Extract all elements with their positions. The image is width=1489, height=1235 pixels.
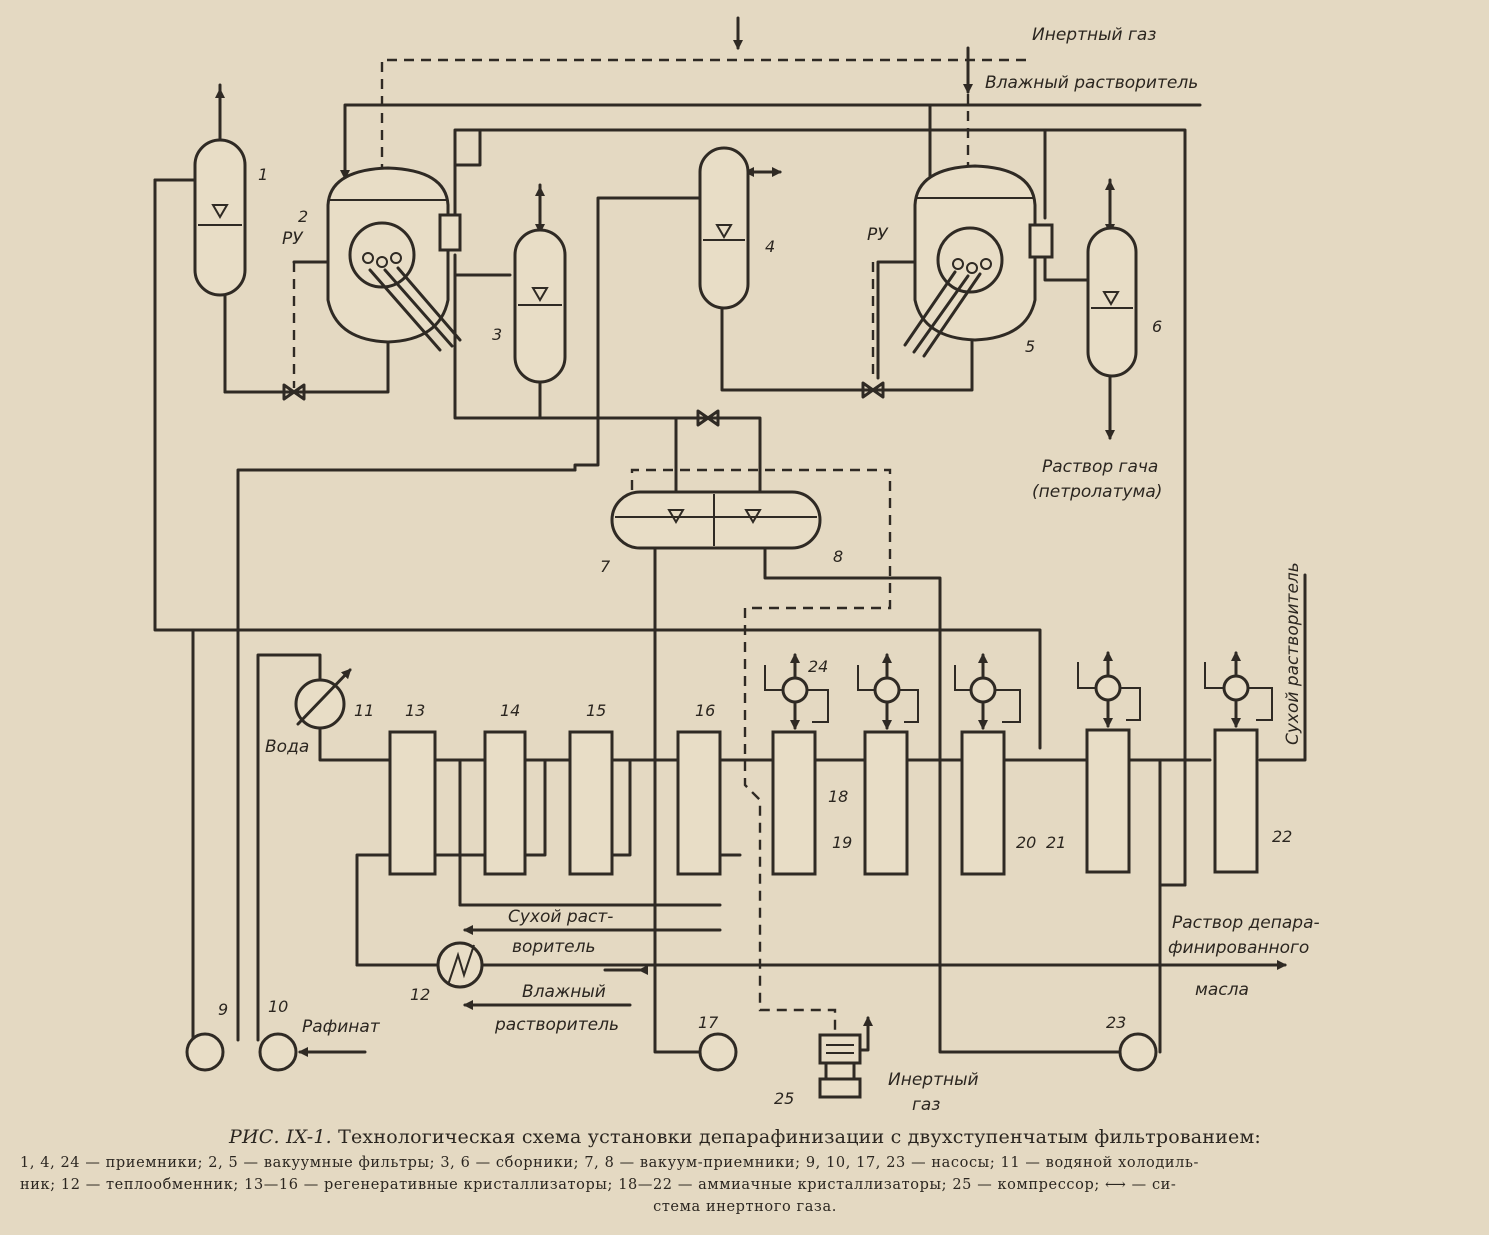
valve-right xyxy=(861,381,885,399)
label-raffinate: Рафинат xyxy=(302,1017,381,1037)
caption-title-line: РИС. IX-1. Технологическая схема установ… xyxy=(20,1126,1470,1148)
num-10: 10 xyxy=(268,997,288,1016)
num-1: 1 xyxy=(258,165,268,184)
label-oil-line1: Раствор депара- xyxy=(1172,913,1320,933)
valve-center xyxy=(696,409,720,427)
num-18: 18 xyxy=(828,787,848,806)
num-20: 20 xyxy=(1016,833,1036,852)
num-4: 4 xyxy=(765,237,775,256)
caption-title: Технологическая схема установки депарафи… xyxy=(338,1126,1262,1148)
num-11: 11 xyxy=(354,701,374,720)
pumps xyxy=(185,1032,1158,1072)
num-9: 9 xyxy=(218,1000,228,1019)
label-ru-right: РУ xyxy=(867,225,889,245)
num-6: 6 xyxy=(1152,317,1162,336)
num-13: 13 xyxy=(405,701,425,720)
caption-figure-number: РИС. IX-1. xyxy=(228,1126,332,1148)
water-cooler-11 xyxy=(294,668,352,730)
label-inert-gas-top: Инертный газ xyxy=(1032,25,1156,45)
receiver-1 xyxy=(193,83,247,297)
label-water: Вода xyxy=(265,737,309,757)
label-oil-line2: финированного xyxy=(1168,938,1309,958)
label-oil-line3: масла xyxy=(1195,980,1249,1000)
caption-legend-3: стема инертного газа. xyxy=(653,1199,837,1215)
label-slack-line1: Раствор гача xyxy=(1042,457,1158,477)
receiver-4 xyxy=(698,146,782,310)
label-dry-solvent-mid2: воритель xyxy=(512,937,596,957)
compressor-25 xyxy=(818,1016,873,1099)
vacuum-filter-2 xyxy=(292,166,462,352)
num-14: 14 xyxy=(500,701,520,720)
label-inert-gas-bottom1: Инертный xyxy=(888,1070,979,1090)
label-dry-solvent-right: Сухой растворитель xyxy=(1283,562,1303,745)
process-flow-diagram: Инертный газ Влажный растворитель РУ РУ … xyxy=(153,16,1320,1115)
num-17: 17 xyxy=(698,1013,719,1032)
num-24: 24 xyxy=(808,657,828,676)
label-slack-line2: (петролатума) xyxy=(1032,482,1162,502)
num-16: 16 xyxy=(695,701,715,720)
num-23: 23 xyxy=(1106,1013,1126,1032)
caption-legend-2: ник; 12 — теплообменник; 13—16 — регенер… xyxy=(20,1177,1177,1193)
label-inert-gas-bottom2: газ xyxy=(912,1095,940,1115)
collector-6 xyxy=(1086,178,1138,440)
label-wet-solvent-top: Влажный растворитель xyxy=(985,73,1198,93)
num-12: 12 xyxy=(410,985,430,1004)
ammonia-receivers-24 xyxy=(764,651,1273,730)
num-3: 3 xyxy=(492,325,502,344)
vacuum-filter-5 xyxy=(876,164,1054,380)
label-wet-solvent-mid1: Влажный xyxy=(522,982,606,1002)
collector-3 xyxy=(513,183,567,384)
valve-left xyxy=(282,383,306,401)
num-5: 5 xyxy=(1025,337,1035,356)
label-wet-solvent-mid2: растворитель xyxy=(494,1015,619,1035)
num-19: 19 xyxy=(832,833,852,852)
num-7: 7 xyxy=(600,557,611,576)
figure-caption: РИС. IX-1. Технологическая схема установ… xyxy=(20,1126,1470,1218)
num-22: 22 xyxy=(1272,827,1292,846)
num-21: 21 xyxy=(1046,833,1066,852)
caption-legend-1: 1, 4, 24 — приемники; 2, 5 — вакуумные ф… xyxy=(20,1155,1199,1171)
num-2: 2 xyxy=(298,207,308,226)
crystallizers xyxy=(388,728,1259,876)
num-25: 25 xyxy=(774,1089,794,1108)
label-dry-solvent-mid1: Сухой раст- xyxy=(508,907,613,927)
num-8: 8 xyxy=(833,547,843,566)
num-15: 15 xyxy=(586,701,606,720)
heat-exchanger-12 xyxy=(436,941,484,989)
vacuum-receivers-7-8 xyxy=(610,490,822,550)
label-ru-left: РУ xyxy=(282,229,304,249)
